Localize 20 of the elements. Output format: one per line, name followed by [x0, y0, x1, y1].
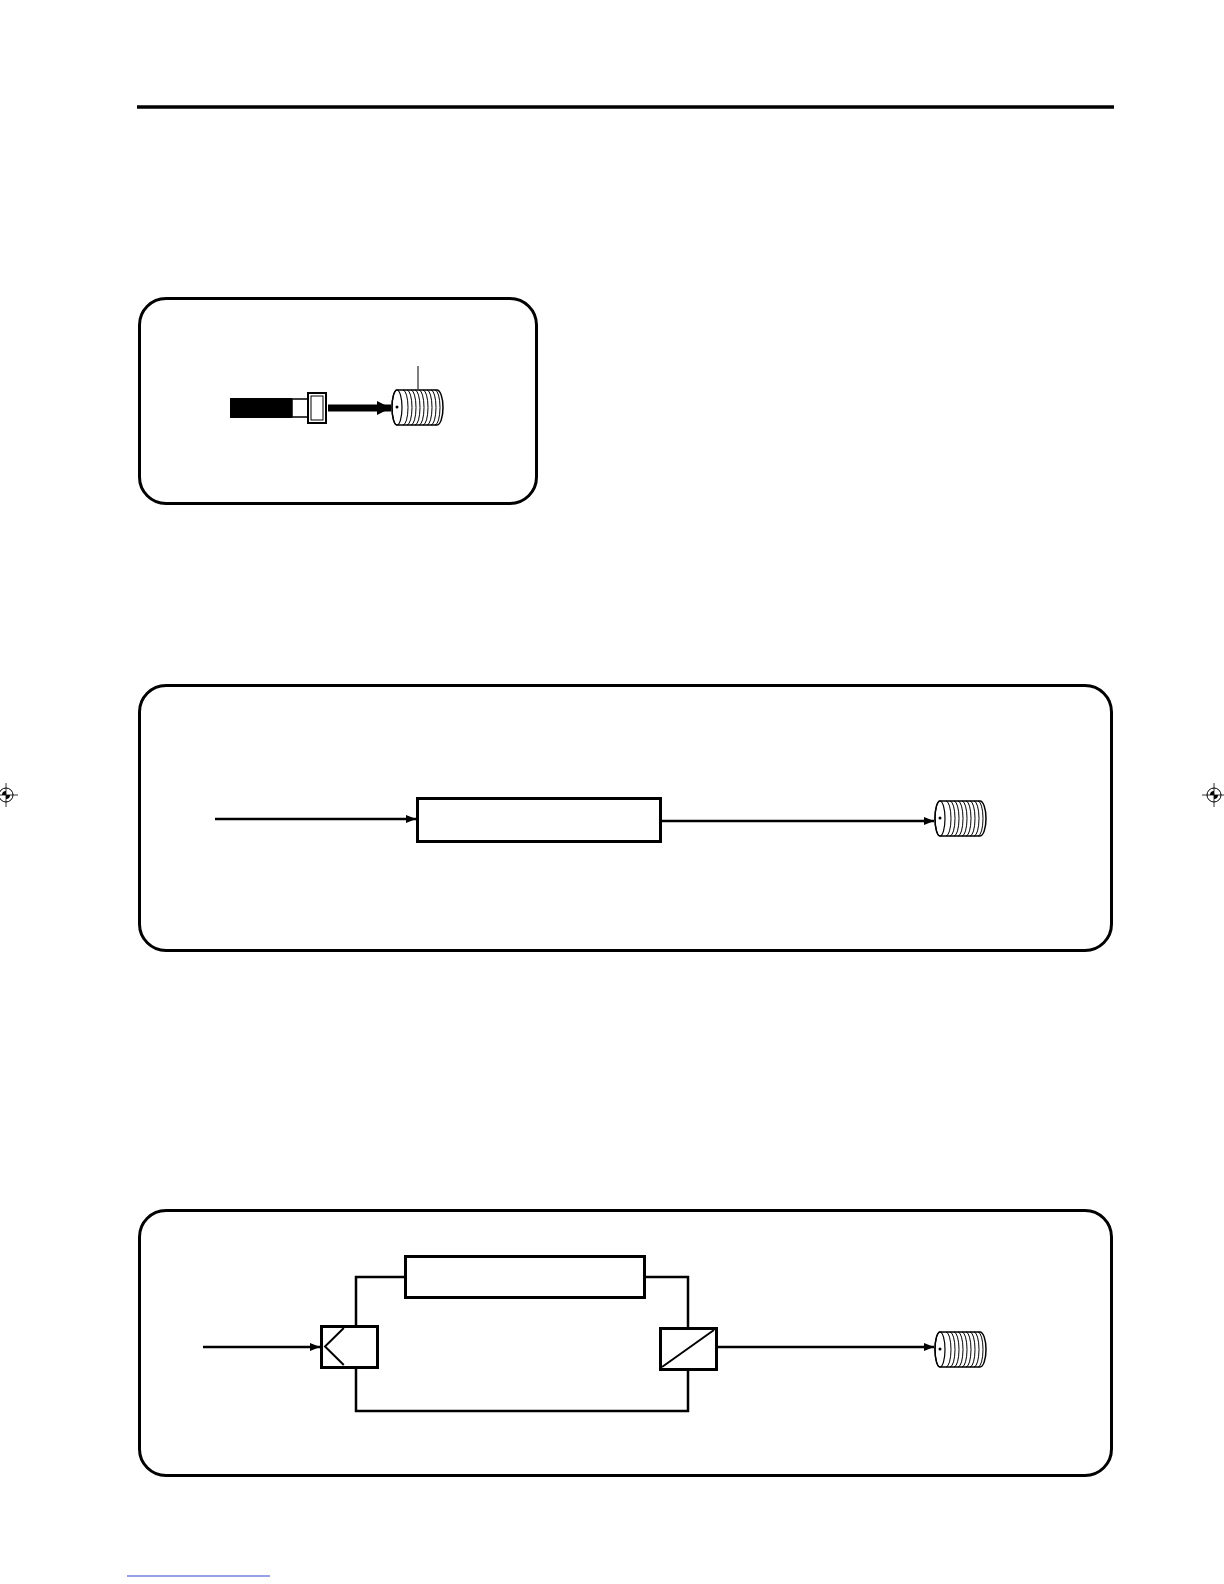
antenna-terminal-drawing: [391, 389, 445, 426]
device-box: [404, 1255, 646, 1299]
panel-frame: [138, 1209, 1113, 1477]
arrow: [203, 1343, 320, 1351]
arrow: [662, 817, 934, 825]
leader-line: [417, 365, 419, 390]
panel-frame: [138, 684, 1113, 952]
panel-frame: [138, 297, 538, 505]
connector-line: [354, 1369, 690, 1413]
arrow: [215, 815, 416, 823]
arrow: [328, 401, 391, 415]
arrow: [718, 1343, 934, 1351]
splitter-box: [659, 1327, 718, 1371]
cable-plug-drawing: [230, 392, 328, 424]
device-box: [416, 797, 662, 843]
antenna-terminal-drawing: [934, 800, 988, 837]
connector-line: [646, 1275, 690, 1327]
connector-line: [354, 1275, 404, 1325]
antenna-terminal-drawing: [934, 1331, 988, 1368]
splitter-box: [320, 1325, 379, 1369]
